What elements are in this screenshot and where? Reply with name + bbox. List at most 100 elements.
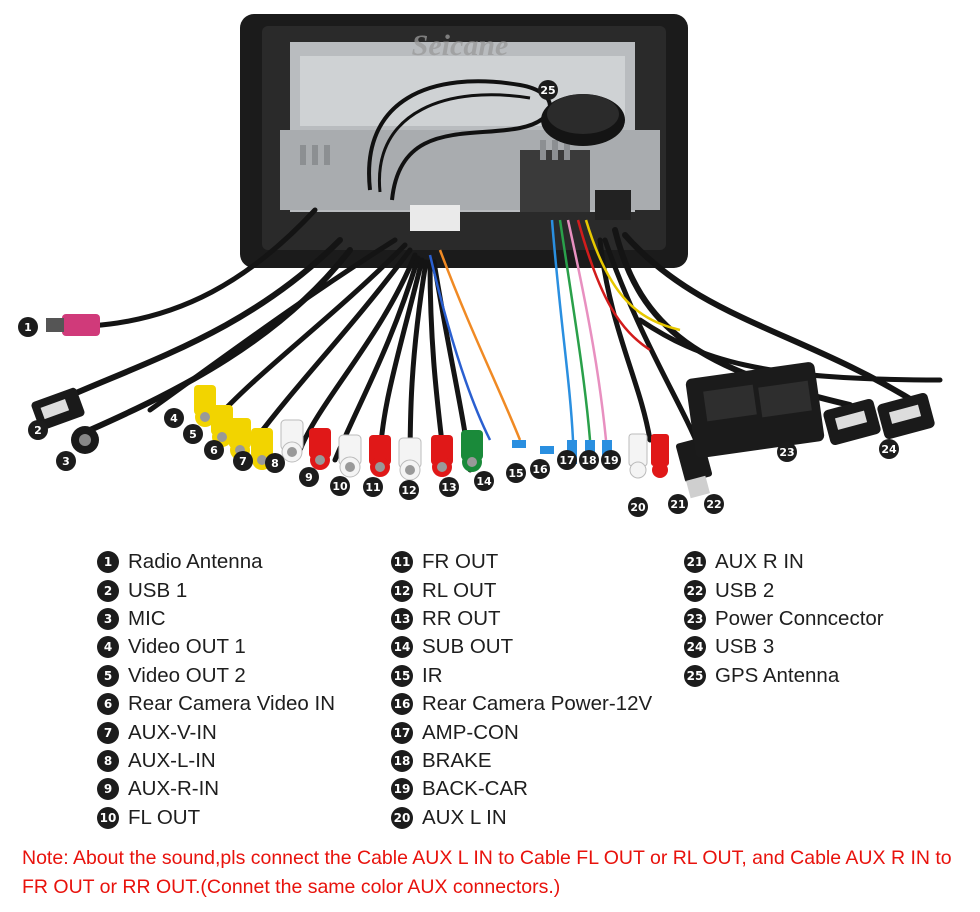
callout-25: 25: [538, 80, 558, 100]
legend-label: Video OUT 2: [128, 663, 246, 687]
legend-label: GPS Antenna: [715, 663, 840, 687]
callout-20: 20: [628, 497, 648, 517]
callout-16: 16: [530, 459, 550, 479]
callout-5: 5: [183, 424, 203, 444]
svg-text:13: 13: [441, 481, 456, 494]
svg-text:14: 14: [476, 475, 492, 488]
legend-item: 4 Video OUT 1: [97, 633, 335, 661]
legend-number: 23: [684, 607, 706, 630]
callout-21: 21: [668, 494, 688, 514]
callout-23: 23: [777, 442, 797, 462]
signal-wires: [428, 219, 681, 441]
svg-text:23: 23: [779, 446, 794, 459]
legend-number: 12: [391, 579, 413, 602]
svg-text:24: 24: [881, 443, 897, 456]
legend-item: 1 Radio Antenna: [97, 548, 335, 576]
callout-18: 18: [579, 450, 599, 470]
svg-text:2: 2: [34, 424, 42, 437]
legend-item: 25 GPS Antenna: [684, 662, 884, 690]
legend-number: 13: [391, 607, 413, 630]
svg-text:10: 10: [332, 480, 348, 493]
callout-14: 14: [474, 471, 494, 491]
svg-text:22: 22: [706, 498, 721, 511]
legend-label: BRAKE: [422, 748, 492, 772]
head-unit: Seicane: [240, 14, 688, 268]
legend-number: 18: [391, 749, 413, 772]
legend-item: 11 FR OUT: [391, 548, 652, 576]
callout-6: 6: [204, 440, 224, 460]
svg-text:5: 5: [189, 428, 197, 441]
svg-text:16: 16: [532, 463, 548, 476]
svg-text:11: 11: [365, 481, 380, 494]
svg-text:21: 21: [670, 498, 685, 511]
callout-24: 24: [879, 439, 899, 459]
svg-text:4: 4: [170, 412, 178, 425]
brand-watermark: Seicane: [412, 29, 509, 62]
legend-number: 16: [391, 693, 413, 716]
svg-text:3: 3: [62, 455, 70, 468]
callout-12: 12: [399, 480, 419, 500]
legend-label: FR OUT: [422, 550, 499, 574]
legend-label: Power Conncector: [715, 606, 884, 630]
sound-connection-note: Note: About the sound,pls connect the Ca…: [22, 847, 952, 898]
legend-number: 11: [391, 551, 413, 574]
legend-number: 21: [684, 551, 706, 574]
legend-number: 3: [97, 607, 119, 630]
callout-19: 19: [601, 450, 621, 470]
legend-number: 25: [684, 664, 706, 687]
legend-number: 9: [97, 778, 119, 801]
callout-1: 1: [18, 317, 38, 337]
legend-label: FL OUT: [128, 805, 201, 829]
legend-label: BACK-CAR: [422, 777, 528, 801]
wiring-harness-photo: Seicane: [18, 14, 943, 517]
svg-text:20: 20: [630, 501, 646, 514]
gps-antenna: [367, 79, 625, 201]
svg-text:6: 6: [210, 444, 218, 457]
legend-label: AUX-L-IN: [128, 748, 216, 772]
legend-number: 19: [391, 778, 413, 801]
legend-number: 24: [684, 636, 706, 659]
legend-item: 23 Power Conncector: [684, 605, 884, 633]
legend-label: AUX-V-IN: [128, 720, 217, 744]
legend-number: 5: [97, 664, 119, 687]
legend-number: 1: [97, 551, 119, 574]
legend-label: USB 2: [715, 578, 775, 602]
legend-item: 19 BACK-CAR: [391, 775, 652, 803]
svg-text:7: 7: [239, 455, 247, 468]
legend-label: AUX R IN: [715, 550, 804, 574]
legend-item: 24 USB 3: [684, 633, 884, 661]
legend-number: 2: [97, 579, 119, 602]
svg-text:12: 12: [401, 484, 416, 497]
legend-number: 17: [391, 721, 413, 744]
legend-label: AUX L IN: [422, 805, 507, 829]
legend-label: SUB OUT: [422, 635, 514, 659]
callout-15: 15: [506, 463, 526, 483]
legend-label: USB 3: [715, 635, 775, 659]
svg-text:9: 9: [305, 471, 313, 484]
callout-13: 13: [439, 477, 459, 497]
callout-2: 2: [28, 420, 48, 440]
legend-label: Radio Antenna: [128, 550, 263, 574]
svg-text:18: 18: [581, 454, 596, 467]
svg-text:15: 15: [508, 467, 523, 480]
callout-10: 10: [330, 476, 350, 496]
callout-9: 9: [299, 467, 319, 487]
svg-text:19: 19: [603, 454, 618, 467]
callout-4: 4: [164, 408, 184, 428]
legend-label: Video OUT 1: [128, 635, 246, 659]
legend-number: 4: [97, 636, 119, 659]
callout-3: 3: [56, 451, 76, 471]
